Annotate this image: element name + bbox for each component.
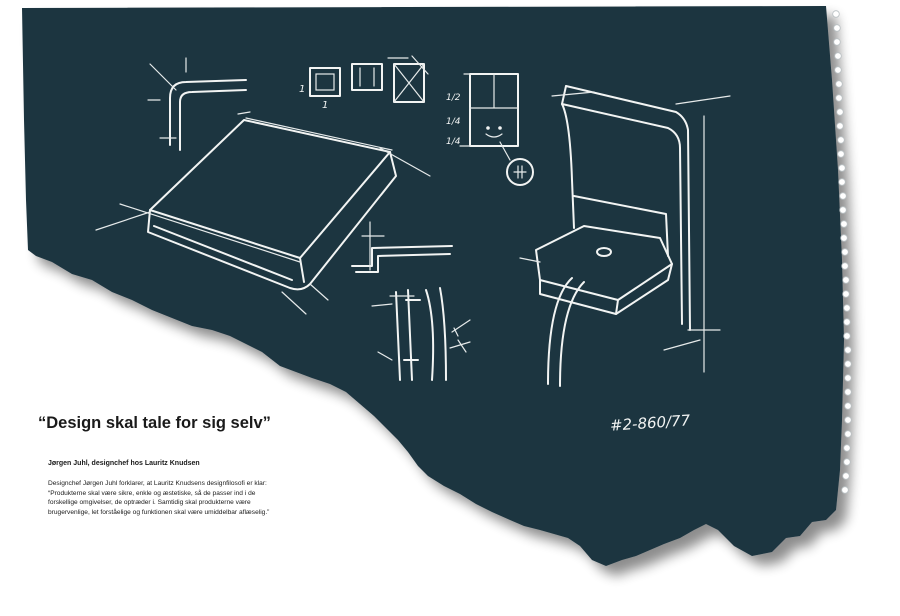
profile-detail-sketch bbox=[351, 221, 471, 381]
corner-sketch bbox=[147, 57, 247, 151]
page-quote-heading: “Design skal tale for sig selv” bbox=[38, 414, 271, 432]
body-paragraph: Designchef Jørgen Juhl forklarer, at Lau… bbox=[48, 480, 270, 516]
svg-text:1/2: 1/2 bbox=[446, 93, 461, 103]
spiral-holes-icon bbox=[832, 10, 852, 494]
frame-thumbnails: 1 1 bbox=[299, 55, 429, 111]
svg-text:1: 1 bbox=[322, 100, 328, 111]
reference-note: #2-860/77 bbox=[609, 411, 691, 435]
byline: Jørgen Juhl, designchef hos Lauritz Knud… bbox=[48, 460, 200, 467]
socket-with-cord-sketch bbox=[519, 85, 731, 387]
torn-paper bbox=[22, 6, 844, 566]
socket-front-sketch: 1/2 1/4 1/4 bbox=[446, 73, 534, 186]
svg-text:1/4: 1/4 bbox=[446, 137, 461, 147]
svg-text:1: 1 bbox=[299, 84, 305, 95]
svg-text:1/4: 1/4 bbox=[446, 117, 461, 127]
switch-plate-sketch bbox=[95, 111, 431, 315]
